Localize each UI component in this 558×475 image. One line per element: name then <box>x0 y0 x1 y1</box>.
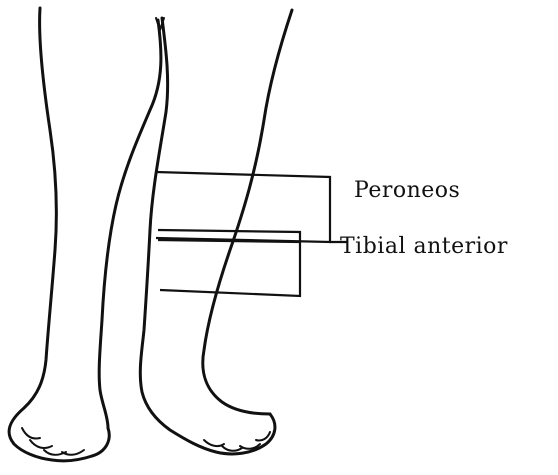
peroneos-label: Peroneos <box>354 180 460 202</box>
tibial-anterior-label: Tibial anterior <box>340 236 508 258</box>
left-leg-outline <box>9 8 161 461</box>
